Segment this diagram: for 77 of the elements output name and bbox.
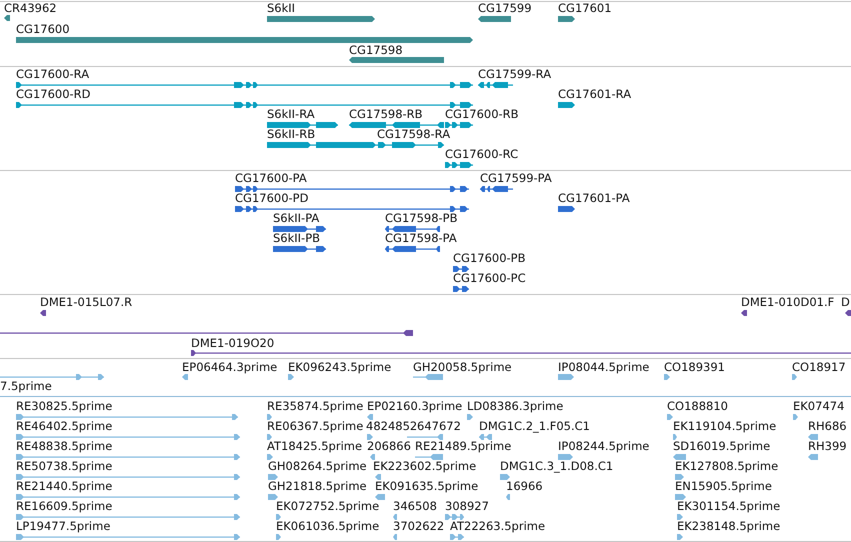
feature-label: EK127808.5prime [675,459,778,473]
feature-label: DME1-019O20 [191,336,274,350]
feature-label: RE06367.5prime [267,419,364,433]
feature-label: CG17598 [349,43,403,57]
feature-label: RE46402.5prime [16,419,112,433]
feature-label: CG17599-RA [478,67,552,81]
feature-label: 206866 [367,439,411,453]
feature-label: CG17601-PA [558,191,630,205]
feature-label: CR43962 [4,1,57,15]
feature-label: DME1-010D01.F [741,295,834,309]
feature-label: CO188810 [667,399,728,413]
feature-label: S6kII-PA [273,211,320,225]
feature-label: DMG1C.3_1.D08.C1 [500,459,614,473]
feature-label: CG17600 [16,22,70,36]
feature-label: GH08264.5prime [268,459,367,473]
feature-label: S6kII-RA [267,107,315,121]
feature-label: SD16019.5prime [673,439,770,453]
feature-label: RH399 [808,439,847,453]
feature-label: RE48838.5prime [16,439,112,453]
feature-label: CG17598-PA [385,231,457,245]
feature-label: RE50738.5prime [16,459,112,473]
feature-label: GH20058.5prime [413,360,512,374]
feature-label: CG17600-PD [235,191,308,205]
feature-label: AT22263.5prime [450,519,546,533]
feature-label: RE21489.5prime [415,439,512,453]
feature-label: IP08244.5prime [558,439,650,453]
feature-label: RE16609.5prime [16,499,112,513]
feature-label: EK223602.5prime [373,459,476,473]
feature-label: EK07474 [793,399,844,413]
feature-label: 4824852 [366,419,418,433]
feature-label: CG17601 [558,1,612,15]
feature-label: EK238148.5prime [677,519,780,533]
feature-label: RE21440.5prime [16,479,112,493]
feature-label: EP06464.3prime [182,360,278,374]
feature-label: CG17600-RA [16,67,90,81]
feature-label: EK072752.5prime [276,499,380,513]
feature-label: CG17598-PB [385,211,458,225]
feature-label: AT18425.5prime [267,439,362,453]
feature-label: EK061036.5prime [276,519,380,533]
feature-label: 308927 [445,499,489,513]
feature-label: D [841,295,850,309]
feature-label: 16966 [506,479,543,493]
feature-label: S6kII-RB [267,127,316,141]
feature-label: LP19477.5prime [16,519,110,533]
feature-label: DME1-015L07.R [40,295,132,309]
feature-label: 3702622 [393,519,444,533]
feature-label: CG17599 [478,1,532,15]
feature-label: CG17599-PA [480,171,552,185]
feature-label: EK301154.5prime [677,499,780,513]
feature-label: CG17600-RB [445,107,519,121]
feature-label: CG17600-RD [16,87,91,101]
feature-label: CG17601-RA [558,87,632,101]
feature-label: GH21818.5prime [268,479,367,493]
feature-label: EN15905.5prime [675,479,772,493]
feature-label: CG17600-PA [235,171,307,185]
feature-label: CO18917 [792,360,846,374]
feature-label: CG17600-PB [453,251,526,265]
feature-label: IP08044.5prime [558,360,650,374]
feature-label: RE35874.5prime [267,399,364,413]
feature-label: DMG1C.2_1.F05.C1 [479,419,590,433]
feature-label: EP02160.3prime [367,399,462,413]
feature-label: LD08386.3prime [467,399,564,413]
feature-label: RH686 [808,419,847,433]
feature-label: S6kII-PB [273,231,320,245]
feature-label: CG17598-RB [349,107,423,121]
feature-label: EK096243.5prime [288,360,392,374]
feature-label: 647672 [417,419,461,433]
feature-label: RE30825.5prime [16,399,112,413]
feature-label: 346508 [393,499,437,513]
feature-label: EK119104.5prime [673,419,776,433]
feature-label: S6kII [267,1,296,15]
feature-label: CO189391 [664,360,725,374]
feature-label: CG17600-RC [445,147,518,161]
feature-label: CG17598-RA [377,127,450,141]
feature-label: CG17600-PC [453,271,526,285]
feature-label: EK091635.5prime [375,479,478,493]
feature-label: 7.5prime [0,379,52,393]
